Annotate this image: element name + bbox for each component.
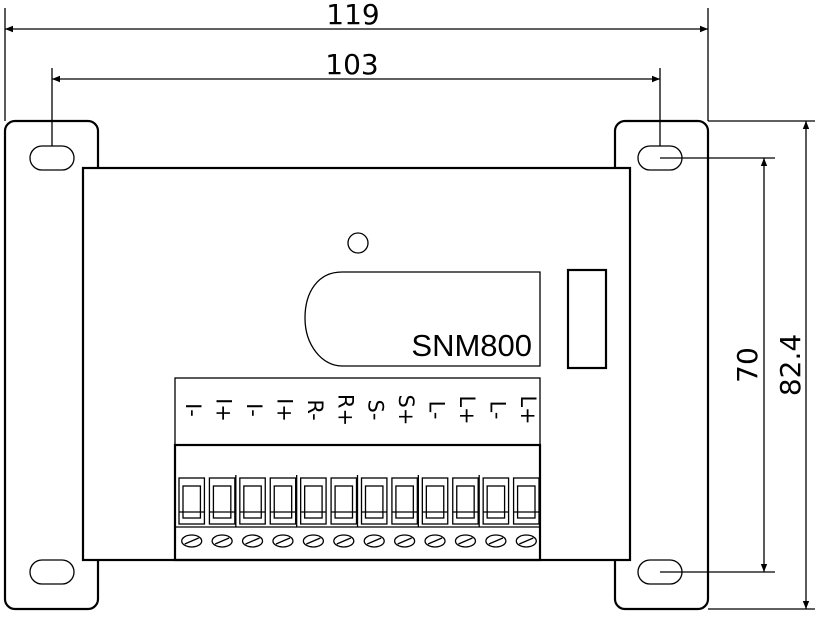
terminal-contact-opening [486,485,506,519]
terminal-screw [515,534,537,548]
dimension-82-4-text: 82.4 [774,334,807,396]
dimension-70-text: 70 [731,347,764,383]
terminal-contact [421,477,449,525]
terminal-screw [424,534,446,548]
terminal-contact [300,477,327,525]
terminal-screw-slot [366,537,382,545]
terminal-block [173,443,542,562]
terminal-label: I- [181,403,205,417]
terminal-contact [178,477,206,525]
terminal-contact [330,477,358,525]
terminal-contact [239,477,266,525]
terminal-label: R- [303,399,327,420]
terminal-screw-slot [458,537,473,545]
terminal-screw [485,534,507,548]
terminal-screw-slot [214,537,230,545]
terminal-screw [363,534,385,548]
terminal-contact [512,477,540,525]
mounting-hole-top-left [29,145,75,171]
dimension-hole-spacing-vertical: 70 [660,157,775,573]
terminal-screw-slot [519,537,534,545]
terminal-contact [391,477,418,525]
terminal-screw-slot [488,537,504,545]
terminal-contact-opening [516,485,536,519]
terminal-label: I+ [212,398,236,422]
terminal-screw-slot [397,537,412,545]
terminal-label: I+ [272,398,296,422]
terminal-label: L- [425,401,449,420]
terminal-block-contacts [175,475,540,548]
terminal-screw-slot [336,537,352,545]
terminal-label: R+ [333,394,357,426]
terminal-screw [454,534,477,548]
terminal-contact-opening [304,485,323,519]
dimension-119-text: 119 [326,0,379,31]
terminal-screw-slot [245,537,260,545]
terminal-labels: I- I+ I- I+ R- R+ S- S+ L- L+ L- L+ [181,394,540,426]
terminal-screw-slot [275,537,291,545]
dimension-overall-height: 82.4 [708,120,815,610]
terminal-screw-slot [184,537,199,545]
terminal-screw-slot [306,537,321,545]
terminal-contact [208,477,236,525]
terminal-screw [241,534,264,548]
terminal-screw [181,534,203,548]
indicator-led [347,232,369,254]
terminal-contact-opening [395,485,414,519]
terminal-contact-opening [364,485,384,519]
dimension-overall-width: 119 [4,0,709,121]
terminal-label: L+ [455,395,479,424]
terminal-contact [482,477,510,525]
switch-window [566,268,608,370]
terminal-contact-opening [243,485,262,519]
model-label: SNM800 [411,328,532,363]
terminal-label: L+ [516,395,540,424]
terminal-screw [333,534,355,548]
label-area [304,271,541,367]
terminal-contact-opening [456,485,475,519]
terminal-contact [360,477,388,525]
terminal-screw [302,534,325,548]
terminal-label: S- [364,400,388,421]
terminal-screw-slot [427,537,443,545]
terminal-label: L- [485,401,509,420]
terminal-contact [269,477,297,525]
terminal-screw [393,534,416,548]
dimension-103-text: 103 [325,48,378,81]
terminal-screw [272,534,294,548]
terminal-contact-opening [212,485,232,519]
terminal-screw [211,534,233,548]
dimension-hole-spacing-horizontal: 103 [51,48,661,146]
terminal-label: S+ [394,395,418,426]
terminal-contact [452,477,479,525]
terminal-contact-opening [334,485,354,519]
terminal-contact-opening [425,485,445,519]
mounting-hole-bottom-left [29,559,75,585]
terminal-label: I- [242,403,266,417]
terminal-contact-opening [273,485,293,519]
terminal-contact-opening [182,485,202,519]
